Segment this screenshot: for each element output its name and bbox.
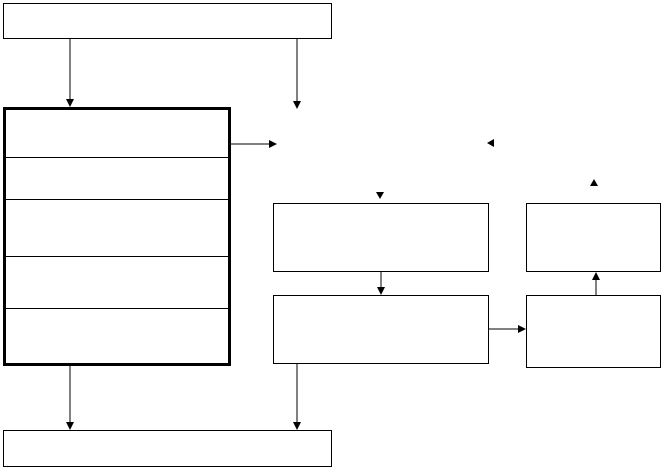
arrowhead-left-marker <box>487 139 494 147</box>
middle-lower-box <box>273 295 489 364</box>
middle-upper-box <box>273 203 489 272</box>
bottom-box <box>3 430 332 467</box>
right-lower-box <box>526 295 661 368</box>
top-box <box>3 3 332 39</box>
arrowhead-down-marker <box>376 192 384 199</box>
arrowhead-up-marker <box>590 179 598 186</box>
right-upper-box <box>526 203 661 272</box>
left-stack <box>3 107 231 366</box>
